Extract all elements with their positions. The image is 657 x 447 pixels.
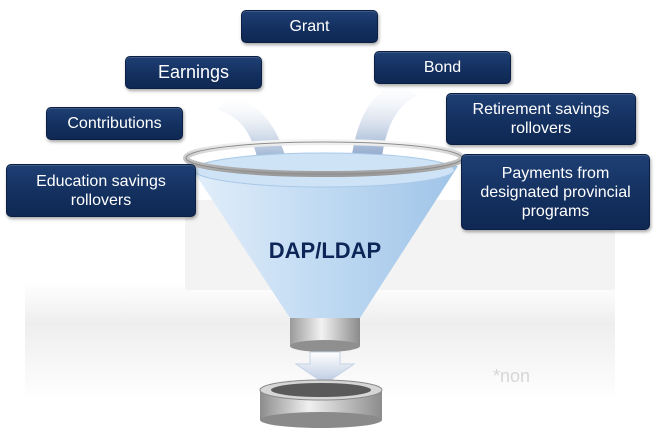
- earnings-label: Earnings: [157, 62, 230, 82]
- down-arrow: [294, 351, 356, 385]
- watermark-text: *non: [493, 366, 531, 386]
- spout-bottom: [290, 340, 360, 352]
- education-box: Education savings rollovers: [6, 164, 196, 217]
- funnel-center-label: DAP/LDAP: [268, 238, 382, 263]
- collector-bottom: [260, 412, 382, 428]
- provincial-label: Payments from designated provincial prog…: [480, 164, 631, 220]
- education-label: Education savings rollovers: [36, 172, 166, 209]
- retirement-label: Retirement savings rollovers: [472, 101, 610, 137]
- bond-label: Bond: [423, 59, 462, 76]
- contributions-label: Contributions: [67, 115, 162, 132]
- grant-box: Grant: [241, 10, 378, 43]
- funnel-cone: [190, 166, 458, 318]
- earnings-box: Earnings: [125, 56, 262, 89]
- bond-box: Bond: [374, 51, 511, 84]
- provincial-box: Payments from designated provincial prog…: [461, 154, 650, 230]
- collector-opening: [271, 383, 371, 397]
- grant-label: Grant: [289, 18, 330, 35]
- contributions-box: Contributions: [46, 107, 183, 140]
- retirement-box: Retirement savings rollovers: [446, 93, 636, 145]
